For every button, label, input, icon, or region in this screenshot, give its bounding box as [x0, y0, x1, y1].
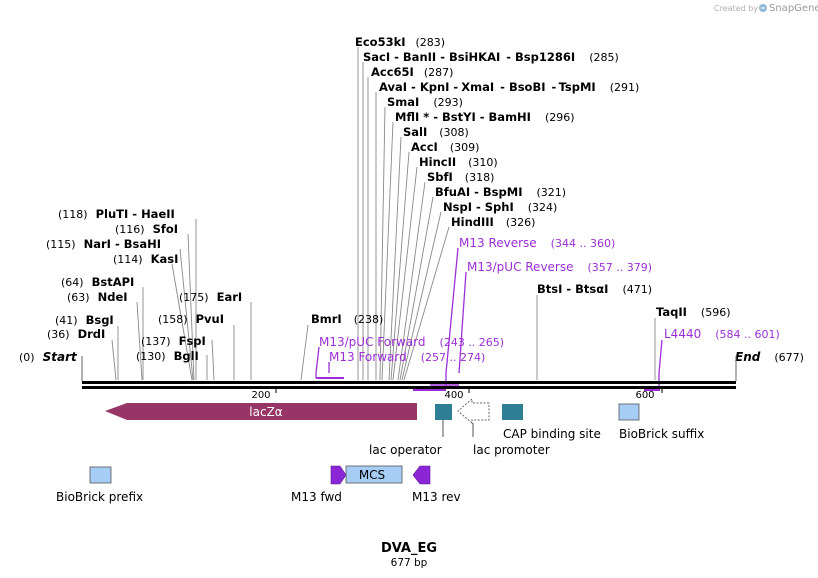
enzyme-taqii: TaqII(596) [656, 305, 731, 319]
enzyme-eco53ki: Eco53kI (283) [355, 35, 445, 49]
sequence-length: 677 bp [391, 557, 428, 569]
enzyme-pvui: (158)PvuI [158, 312, 224, 326]
primer-labels: M13 Reverse(344 .. 360) M13/pUC Reverse(… [319, 236, 780, 364]
enzyme-bmri: BmrI(238) [311, 312, 383, 326]
lac-promoter-label: lac promoter [473, 443, 550, 457]
m13-rev-label: M13 rev [412, 490, 461, 504]
lac-operator-label: lac operator [369, 443, 442, 457]
enzyme-hindiii: HindIII(326) [451, 215, 535, 229]
lacz-alpha-arrow [105, 403, 417, 420]
biobrick-suffix-box [618, 403, 640, 421]
enzyme-hincii: HincII(310) [419, 155, 498, 169]
enzyme-bstapi: (64)BstAPI [61, 275, 134, 289]
primer-m13-forward: M13 Forward(257 .. 274) [329, 350, 485, 364]
enzyme-nari: (115)NarI-BsaHI [46, 237, 161, 251]
features: lacZα lac operator lac promoter CAP bind… [56, 397, 704, 504]
cap-binding-site-box [502, 404, 523, 420]
enzyme-position: (283) [416, 36, 446, 49]
enzyme-sali: SalI(308) [403, 125, 469, 139]
created-by-text: Created by [714, 4, 758, 13]
end-marker: End(677) [735, 350, 804, 364]
primer-m13-puc-forward: M13/pUC Forward(243 .. 265) [319, 335, 504, 349]
biobrick-suffix-label: BioBrick suffix [619, 427, 704, 441]
ruler: 200 400 600 [251, 389, 663, 401]
ruler-tick-400: 400 [444, 390, 463, 401]
enzyme-name: Eco53kI [355, 35, 406, 49]
enzyme-drdi: (36)DrdI [47, 327, 105, 341]
enzyme-leader-lines [111, 47, 656, 381]
primer-m13-reverse: M13 Reverse(344 .. 360) [459, 236, 615, 250]
snapgene-logo [759, 4, 767, 12]
enzyme-bsgi: (41)BsgI [55, 313, 114, 327]
enzyme-ndei: (63)NdeI [67, 290, 128, 304]
m13-fwd-arrow [330, 465, 347, 485]
biobrick-prefix-label: BioBrick prefix [56, 490, 143, 504]
enzyme-bgli: (130)BglI [136, 349, 199, 363]
lac-promoter-arrow [457, 397, 490, 425]
start-marker: (0)Start [19, 350, 78, 364]
enzyme-pluti: (118)PluTI-HaeII [58, 207, 175, 221]
lac-operator-box [435, 404, 452, 420]
enzyme-nspi: NspI-SphI(324) [443, 200, 557, 214]
enzyme-sbfi: SbfI(318) [427, 170, 494, 184]
enzyme-kasi: (114)KasI [113, 252, 178, 266]
enzyme-mfli: MflI *-BstYI-BamHI(296) [395, 110, 575, 124]
cap-binding-site-label: CAP binding site [503, 427, 601, 441]
enzyme-acc65i: Acc65I(287) [371, 65, 453, 79]
snapgene-brand-text: SnapGene [769, 3, 818, 14]
m13-rev-arrow [412, 465, 431, 485]
primer-l4440: L4440(584 .. 601) [664, 327, 780, 341]
enzyme-avai: AvaI-KpnI-XmaI-BsoBI-TspMI(291) [379, 80, 639, 94]
ruler-tick-600: 600 [635, 390, 654, 401]
enzyme-acci: AccI(309) [411, 140, 479, 154]
enzyme-eari: (175)EarI [179, 290, 242, 304]
biobrick-prefix-box [89, 466, 112, 484]
enzyme-btsi: BtsI-BtsαI(471) [537, 282, 652, 296]
dna-backbone [82, 381, 736, 389]
enzyme-bfuai: BfuAI-BspMI(321) [435, 185, 566, 199]
ruler-tick-200: 200 [251, 390, 270, 401]
backbone-bottom-strand [82, 386, 736, 389]
enzyme-sfoi: (116)SfoI [115, 222, 178, 236]
enzyme-smai: SmaI(293) [387, 95, 463, 109]
enzyme-saci: SacI-BanII-BsiHKAI-Bsp1286I(285) [363, 50, 619, 64]
sequence-name: DVA_EG [381, 541, 437, 556]
primer-m13-puc-reverse: M13/pUC Reverse(357 .. 379) [467, 260, 652, 274]
sequence-ends: (0)Start End(677) [19, 350, 804, 381]
mcs-box [345, 465, 403, 484]
lacz-alpha-label: lacZα [249, 405, 283, 419]
mcs-label: MCS [359, 468, 385, 482]
enzyme-fspi: (137)FspI [141, 334, 206, 348]
enzyme-labels: Eco53kI (283) SacI-BanII-BsiHKAI-Bsp1286I… [46, 35, 731, 363]
backbone-top-strand [82, 381, 736, 384]
m13-fwd-label: M13 fwd [291, 490, 342, 504]
